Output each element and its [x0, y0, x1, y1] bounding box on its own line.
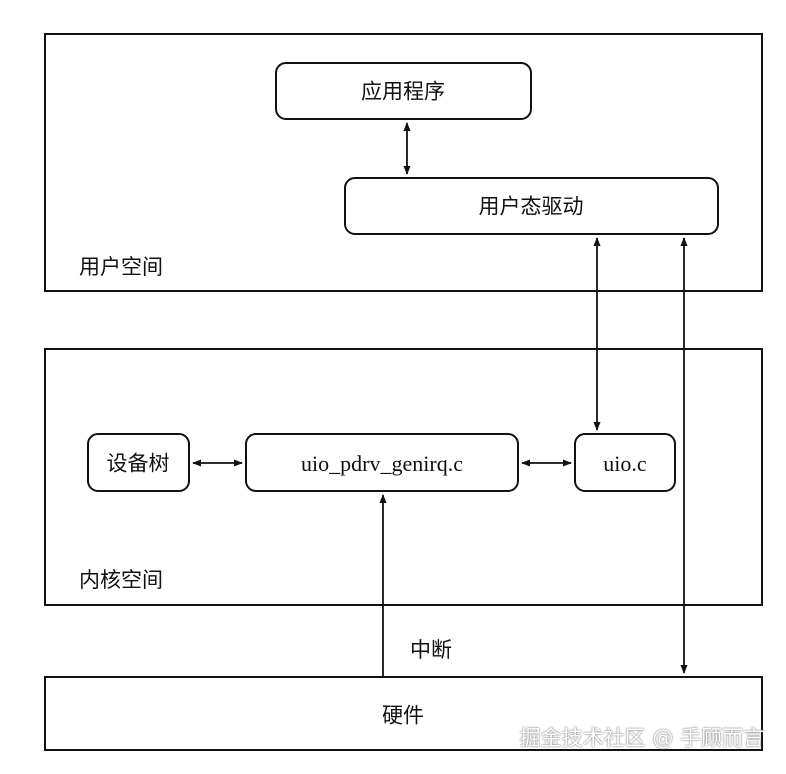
watermark-text: 掘金技术社区 @ 手顾而言	[519, 726, 764, 750]
uio-c-label: uio.c	[603, 451, 647, 476]
hardware-region	[44, 676, 763, 751]
app-label: 应用程序	[361, 79, 445, 104]
user-driver-box	[344, 177, 719, 235]
user-space-region	[44, 33, 763, 292]
kernel-space-region	[44, 348, 763, 606]
uio-c-box	[574, 433, 676, 492]
device-tree-box	[87, 433, 190, 492]
uio-pdrv-label: uio_pdrv_genirq.c	[301, 451, 463, 476]
user-space-label: 用户空间	[79, 255, 163, 279]
kernel-space-label: 内核空间	[79, 568, 163, 592]
device-tree-label: 设备树	[106, 451, 170, 476]
uio-pdrv-box	[245, 433, 519, 492]
app-box	[275, 62, 532, 120]
user-driver-label: 用户态驱动	[478, 194, 584, 219]
hardware-label: 硬件	[382, 703, 424, 728]
interrupt-label: 中断	[410, 638, 452, 662]
